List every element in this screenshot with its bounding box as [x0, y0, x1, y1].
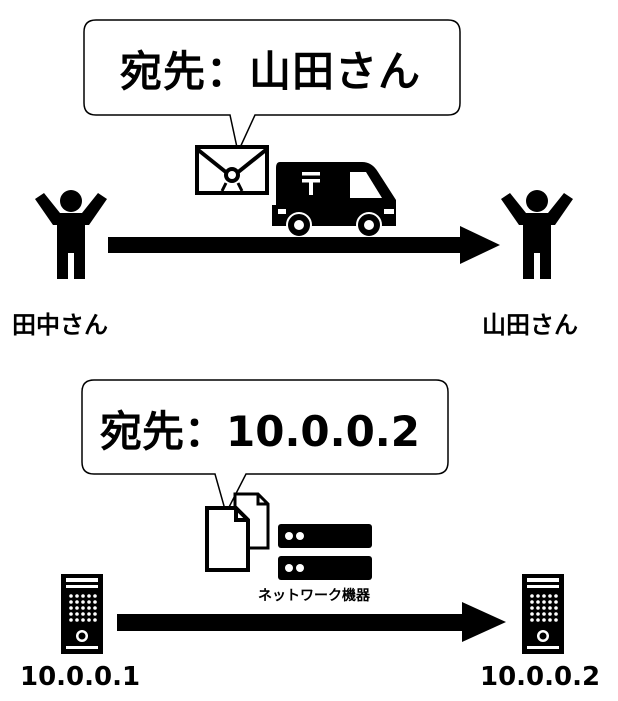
network-device-label: ネットワーク機器	[258, 588, 370, 604]
receiver-ip-label: 10.0.0.2	[480, 662, 601, 692]
top-speech-bubble	[83, 19, 461, 155]
sender-name-label: 田中さん	[12, 311, 108, 339]
network-device-icon	[278, 524, 372, 580]
mail-truck-icon	[272, 162, 396, 238]
receiver-server-icon	[522, 574, 564, 654]
receiver-person-icon	[501, 190, 573, 279]
envelope-icon	[195, 145, 269, 195]
receiver-name-label: 山田さん	[482, 311, 578, 339]
bottom-bubble-text: 宛先：10.0.0.2	[100, 407, 420, 456]
documents-icon	[205, 492, 270, 572]
sender-server-icon	[61, 574, 103, 654]
bottom-arrow	[117, 602, 506, 642]
sender-ip-label: 10.0.0.1	[20, 662, 141, 692]
top-arrow	[108, 226, 500, 264]
top-bubble-text: 宛先：山田さん	[120, 47, 422, 96]
sender-person-icon	[35, 190, 107, 279]
